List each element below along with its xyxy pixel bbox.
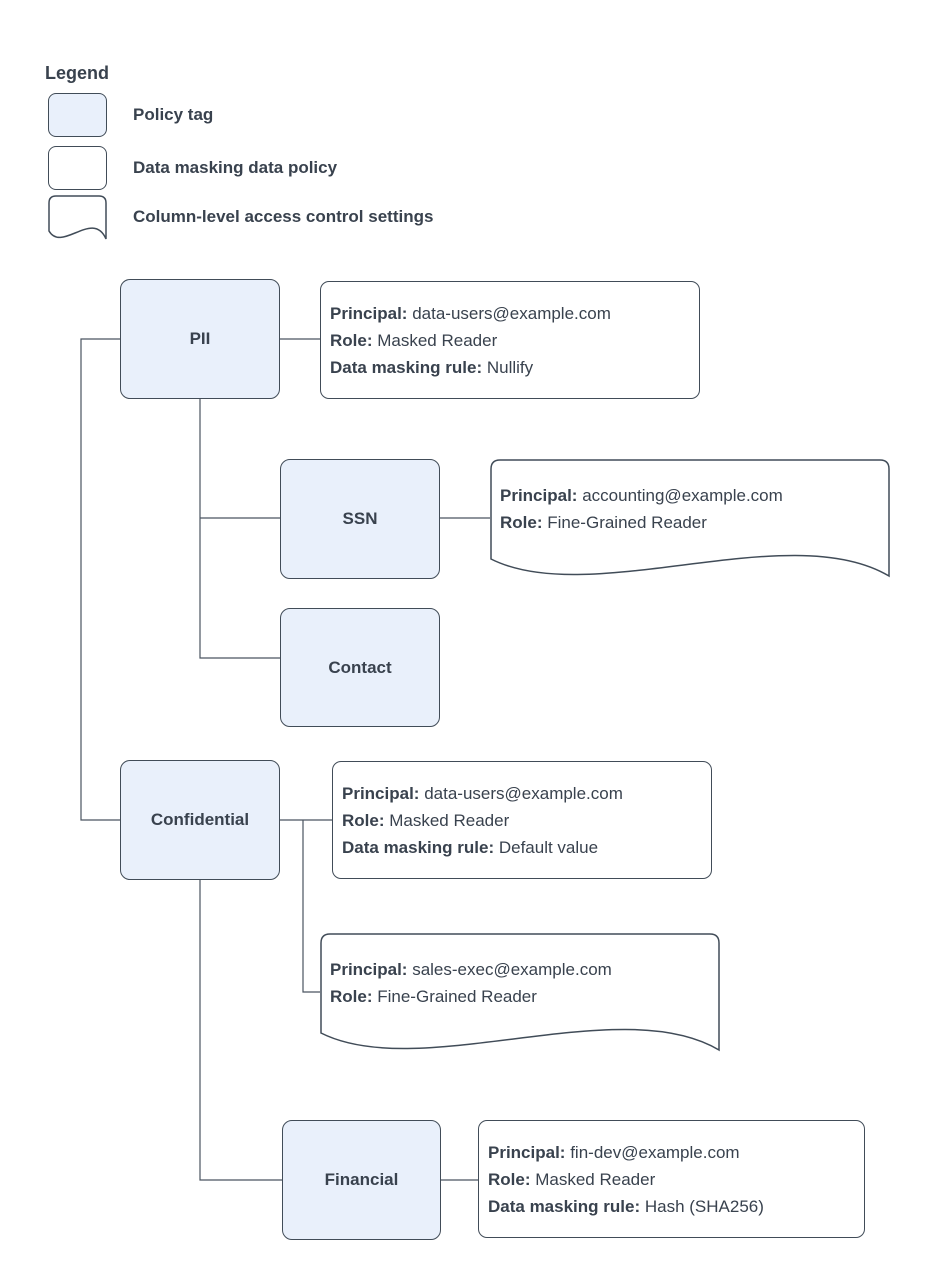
policy-line: Data masking rule: Default value [342,834,703,861]
policy-line-label: Role: [330,330,373,350]
policy-line-value: Fine-Grained Reader [547,513,707,532]
policy-line-value: fin-dev@example.com [570,1142,740,1162]
legend-item-access-control: Column-level access control settings [133,207,434,226]
policy-line: Principal: accounting@example.com [500,482,884,509]
policy-line-value: Nullify [486,357,534,377]
policy-line-value: sales-exec@example.com [412,960,612,979]
policy-line-label: Principal: [330,960,408,979]
policy-line-label: Role: [500,513,543,532]
policy-tag-confidential: Confidential [120,760,280,880]
policy-line: Role: Fine-Grained Reader [330,983,714,1010]
access-control-confidential: Principal: sales-exec@example.com Role: … [320,933,720,1059]
connector-confidential-financial [199,880,282,1181]
data-policy-financial: Principal: fin-dev@example.com Role: Mas… [478,1120,865,1238]
policy-line-label: Role: [330,987,373,1006]
legend-item-data-masking-policy: Data masking data policy [133,158,338,177]
policy-line: Principal: fin-dev@example.com [488,1139,856,1166]
policy-line: Principal: data-users@example.com [342,780,703,807]
legend-item-policy-tag: Policy tag [133,105,214,124]
policy-tag-swatch [48,93,107,137]
policy-line: Role: Masked Reader [342,807,703,834]
connector-confidential-access-settings [302,820,320,993]
policy-line-label: Principal: [500,486,578,505]
data-policy-confidential: Principal: data-users@example.com Role: … [332,761,712,879]
policy-line: Role: Fine-Grained Reader [500,509,884,536]
policy-line: Role: Masked Reader [488,1166,856,1193]
policy-line-label: Principal: [342,783,420,803]
wavy-box-shape [320,933,720,1052]
policy-line-label: Principal: [488,1142,566,1162]
policy-line-label: Role: [342,810,385,830]
policy-line-value: Masked Reader [389,810,510,830]
policy-line-value: accounting@example.com [582,486,783,505]
policy-line-label: Data masking rule: [330,357,483,377]
connector-trunk-pii-confidential [80,338,120,821]
access-control-swatch [48,195,108,245]
policy-line-label: Data masking rule: [342,837,495,857]
policy-line: Data masking rule: Nullify [330,354,691,381]
policy-line-value: Masked Reader [377,330,498,350]
policy-tag-financial: Financial [282,1120,441,1240]
policy-line-value: Hash (SHA256) [644,1196,764,1216]
policy-tag-ssn: SSN [280,459,440,579]
policy-line-value: Default value [498,837,599,857]
policy-line: Principal: data-users@example.com [330,300,691,327]
policy-line: Role: Masked Reader [330,327,691,354]
policy-line-value: Fine-Grained Reader [377,987,537,1006]
policy-line-label: Data masking rule: [488,1196,641,1216]
data-masking-policy-swatch [48,146,107,190]
access-control-ssn: Principal: accounting@example.com Role: … [490,459,890,585]
policy-line-value: data-users@example.com [424,783,623,803]
policy-line-value: data-users@example.com [412,303,611,323]
connector-pii-contact [199,398,280,659]
policy-line-label: Role: [488,1169,531,1189]
wavy-box-shape [490,459,890,578]
wavy-swatch-shape [48,195,107,240]
policy-line: Principal: sales-exec@example.com [330,956,714,983]
policy-line-value: Masked Reader [535,1169,656,1189]
policy-line: Data masking rule: Hash (SHA256) [488,1193,856,1220]
legend-title: Legend [45,63,110,83]
policy-tag-contact: Contact [280,608,440,727]
policy-tag-pii: PII [120,279,280,399]
policy-line-label: Principal: [330,303,408,323]
data-policy-pii: Principal: data-users@example.com Role: … [320,281,700,399]
